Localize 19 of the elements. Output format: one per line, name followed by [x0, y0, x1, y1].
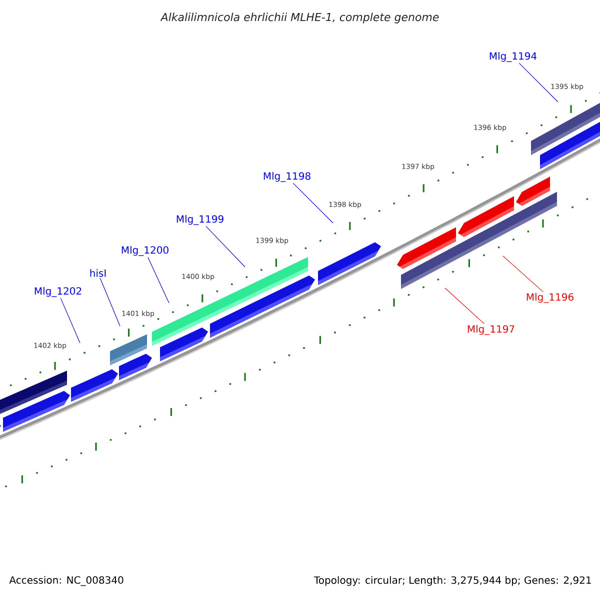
gene-label: Mlg_1196 — [526, 293, 574, 303]
leader-line — [502, 256, 544, 292]
footer-text: Topology: circular; Length: 3,275,944 bp; Genes: 2,921 — [314, 576, 591, 586]
leader-line — [292, 182, 334, 224]
leader-line — [148, 256, 170, 304]
gene-label: Mlg_1198 — [264, 172, 310, 182]
gene-label: Mlg_1194 — [490, 52, 537, 62]
leader-line — [206, 226, 246, 268]
gene-label: hisI — [90, 269, 106, 277]
leader-line — [100, 278, 120, 326]
gene-label: Mlg_1199 — [176, 215, 224, 225]
gene-label: Mlg_1200 — [122, 246, 168, 256]
footer-text: Accession: NC_008340 — [9, 576, 124, 586]
leader-line — [444, 288, 485, 324]
gene-label: Mlg_1197 — [468, 325, 514, 335]
title: Alkalilimnicola ehrlichii MLHE-1, complete genome — [160, 12, 439, 24]
leader-line — [518, 62, 558, 102]
gene-label: Mlg_1202 — [34, 287, 82, 297]
leader-line — [60, 298, 80, 344]
